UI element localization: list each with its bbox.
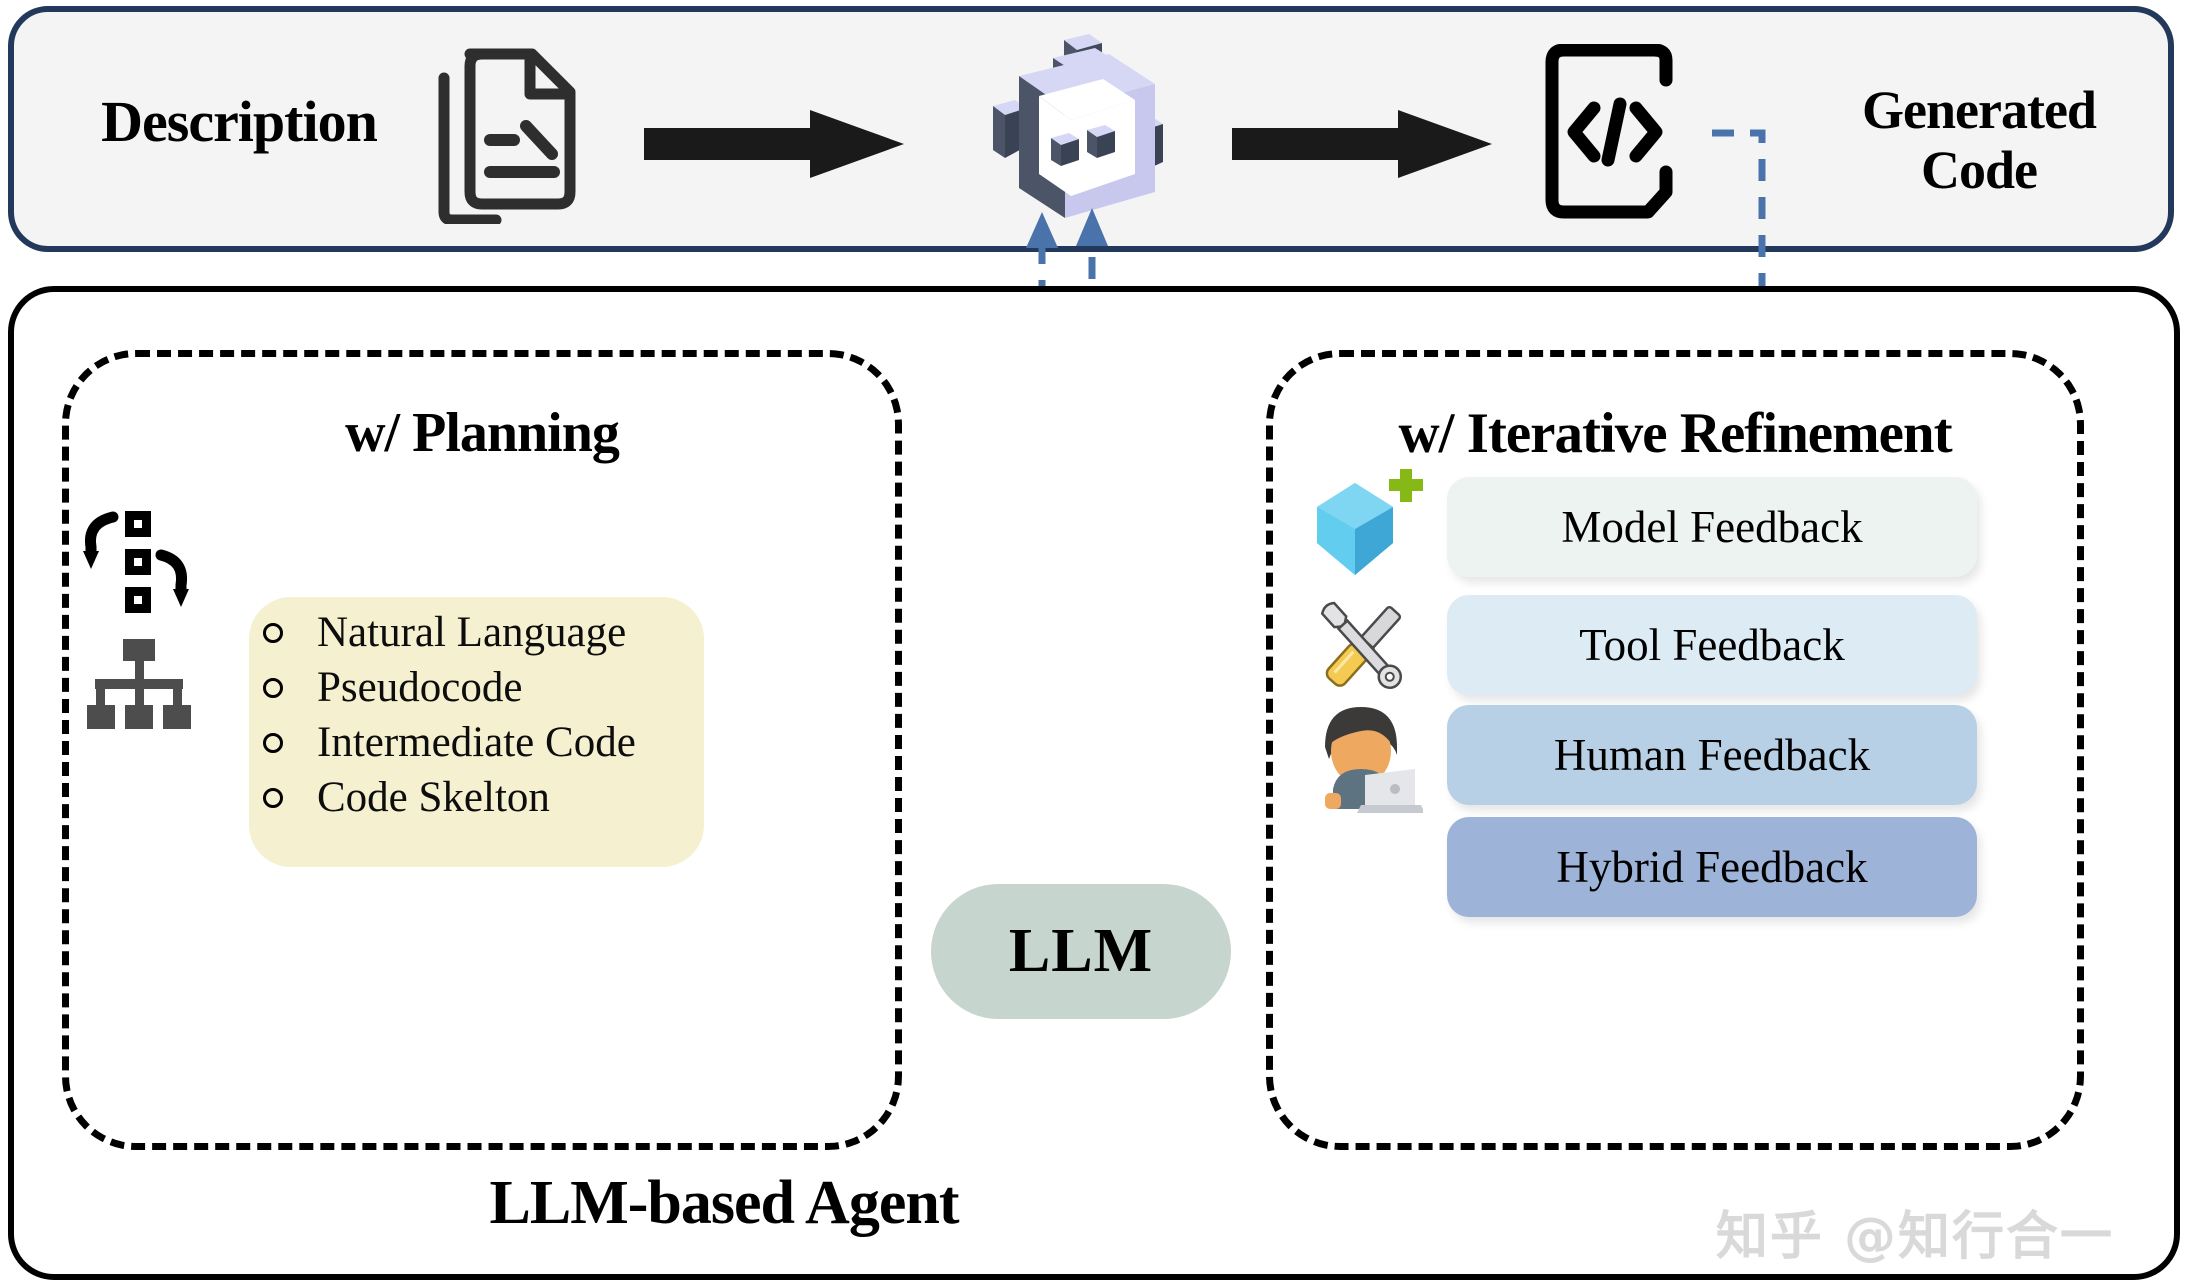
document-edit-icon <box>438 48 576 224</box>
right-arrow-icon <box>644 110 904 178</box>
feedback-row: Model Feedback <box>1301 469 2081 577</box>
feedback-chip: Hybrid Feedback <box>1447 817 1977 917</box>
feedback-row: Hybrid Feedback <box>1301 817 2081 917</box>
list-item: Pseudocode <box>249 660 719 715</box>
feedback-chip: Model Feedback <box>1447 477 1977 577</box>
planning-list: Natural Language Pseudocode Intermediate… <box>249 605 719 825</box>
list-item-label: Code Skelton <box>317 774 550 821</box>
bullet-circle-icon <box>263 732 283 753</box>
refinement-title: w/ Iterative Refinement <box>1398 402 1952 465</box>
tools-wrench-icon <box>1320 601 1403 689</box>
list-item-label: Natural Language <box>317 609 627 656</box>
agent-caption: LLM-based Agent <box>489 1169 960 1237</box>
bullet-circle-icon <box>263 677 283 698</box>
generated-code-label: Generated Code <box>1779 80 2179 201</box>
feedback-label: Model Feedback <box>1561 502 1863 552</box>
llm-badge: LLM <box>931 884 1231 1019</box>
refinement-panel: w/ Iterative Refinement Model Feedback <box>1266 350 2084 1150</box>
feedback-row: Tool Feedback <box>1301 595 2081 695</box>
list-item-label: Intermediate Code <box>317 719 636 766</box>
generated-code-line2: Code <box>1921 140 2038 201</box>
person-laptop-icon <box>1325 707 1423 813</box>
bullet-circle-icon <box>263 622 283 643</box>
planning-panel: w/ Planning Natural L <box>62 350 902 1150</box>
planning-title: w/ Planning <box>345 402 620 464</box>
generated-code-line1: Generated <box>1862 80 2097 140</box>
list-item: Intermediate Code <box>249 715 719 770</box>
planning-card <box>249 597 704 867</box>
agent-container: w/ Planning Natural L <box>8 286 2180 1280</box>
bullet-circle-icon <box>263 787 283 808</box>
blue-cube-plus-icon <box>1317 469 1423 575</box>
robot-icon <box>993 34 1163 218</box>
description-label: Description <box>101 89 378 154</box>
feedback-label: Tool Feedback <box>1579 620 1845 670</box>
workflow-process-icon <box>83 511 189 613</box>
feedback-chip: Human Feedback <box>1447 705 1977 805</box>
feedback-chip: Tool Feedback <box>1447 595 1977 695</box>
hierarchy-tree-icon <box>87 639 191 729</box>
feedback-label: Human Feedback <box>1553 730 1871 780</box>
feedback-label: Hybrid Feedback <box>1556 842 1868 892</box>
list-item-label: Pseudocode <box>317 664 523 711</box>
code-file-icon <box>1545 44 1673 219</box>
pipeline-container: Description <box>8 6 2174 252</box>
right-arrow-icon <box>1232 110 1492 178</box>
feedback-row: Human Feedback <box>1301 705 2081 813</box>
list-item: Natural Language <box>249 605 719 660</box>
zhihu-watermark: 知乎 @知行合一 <box>1715 1207 2114 1267</box>
list-item: Code Skelton <box>249 770 719 825</box>
